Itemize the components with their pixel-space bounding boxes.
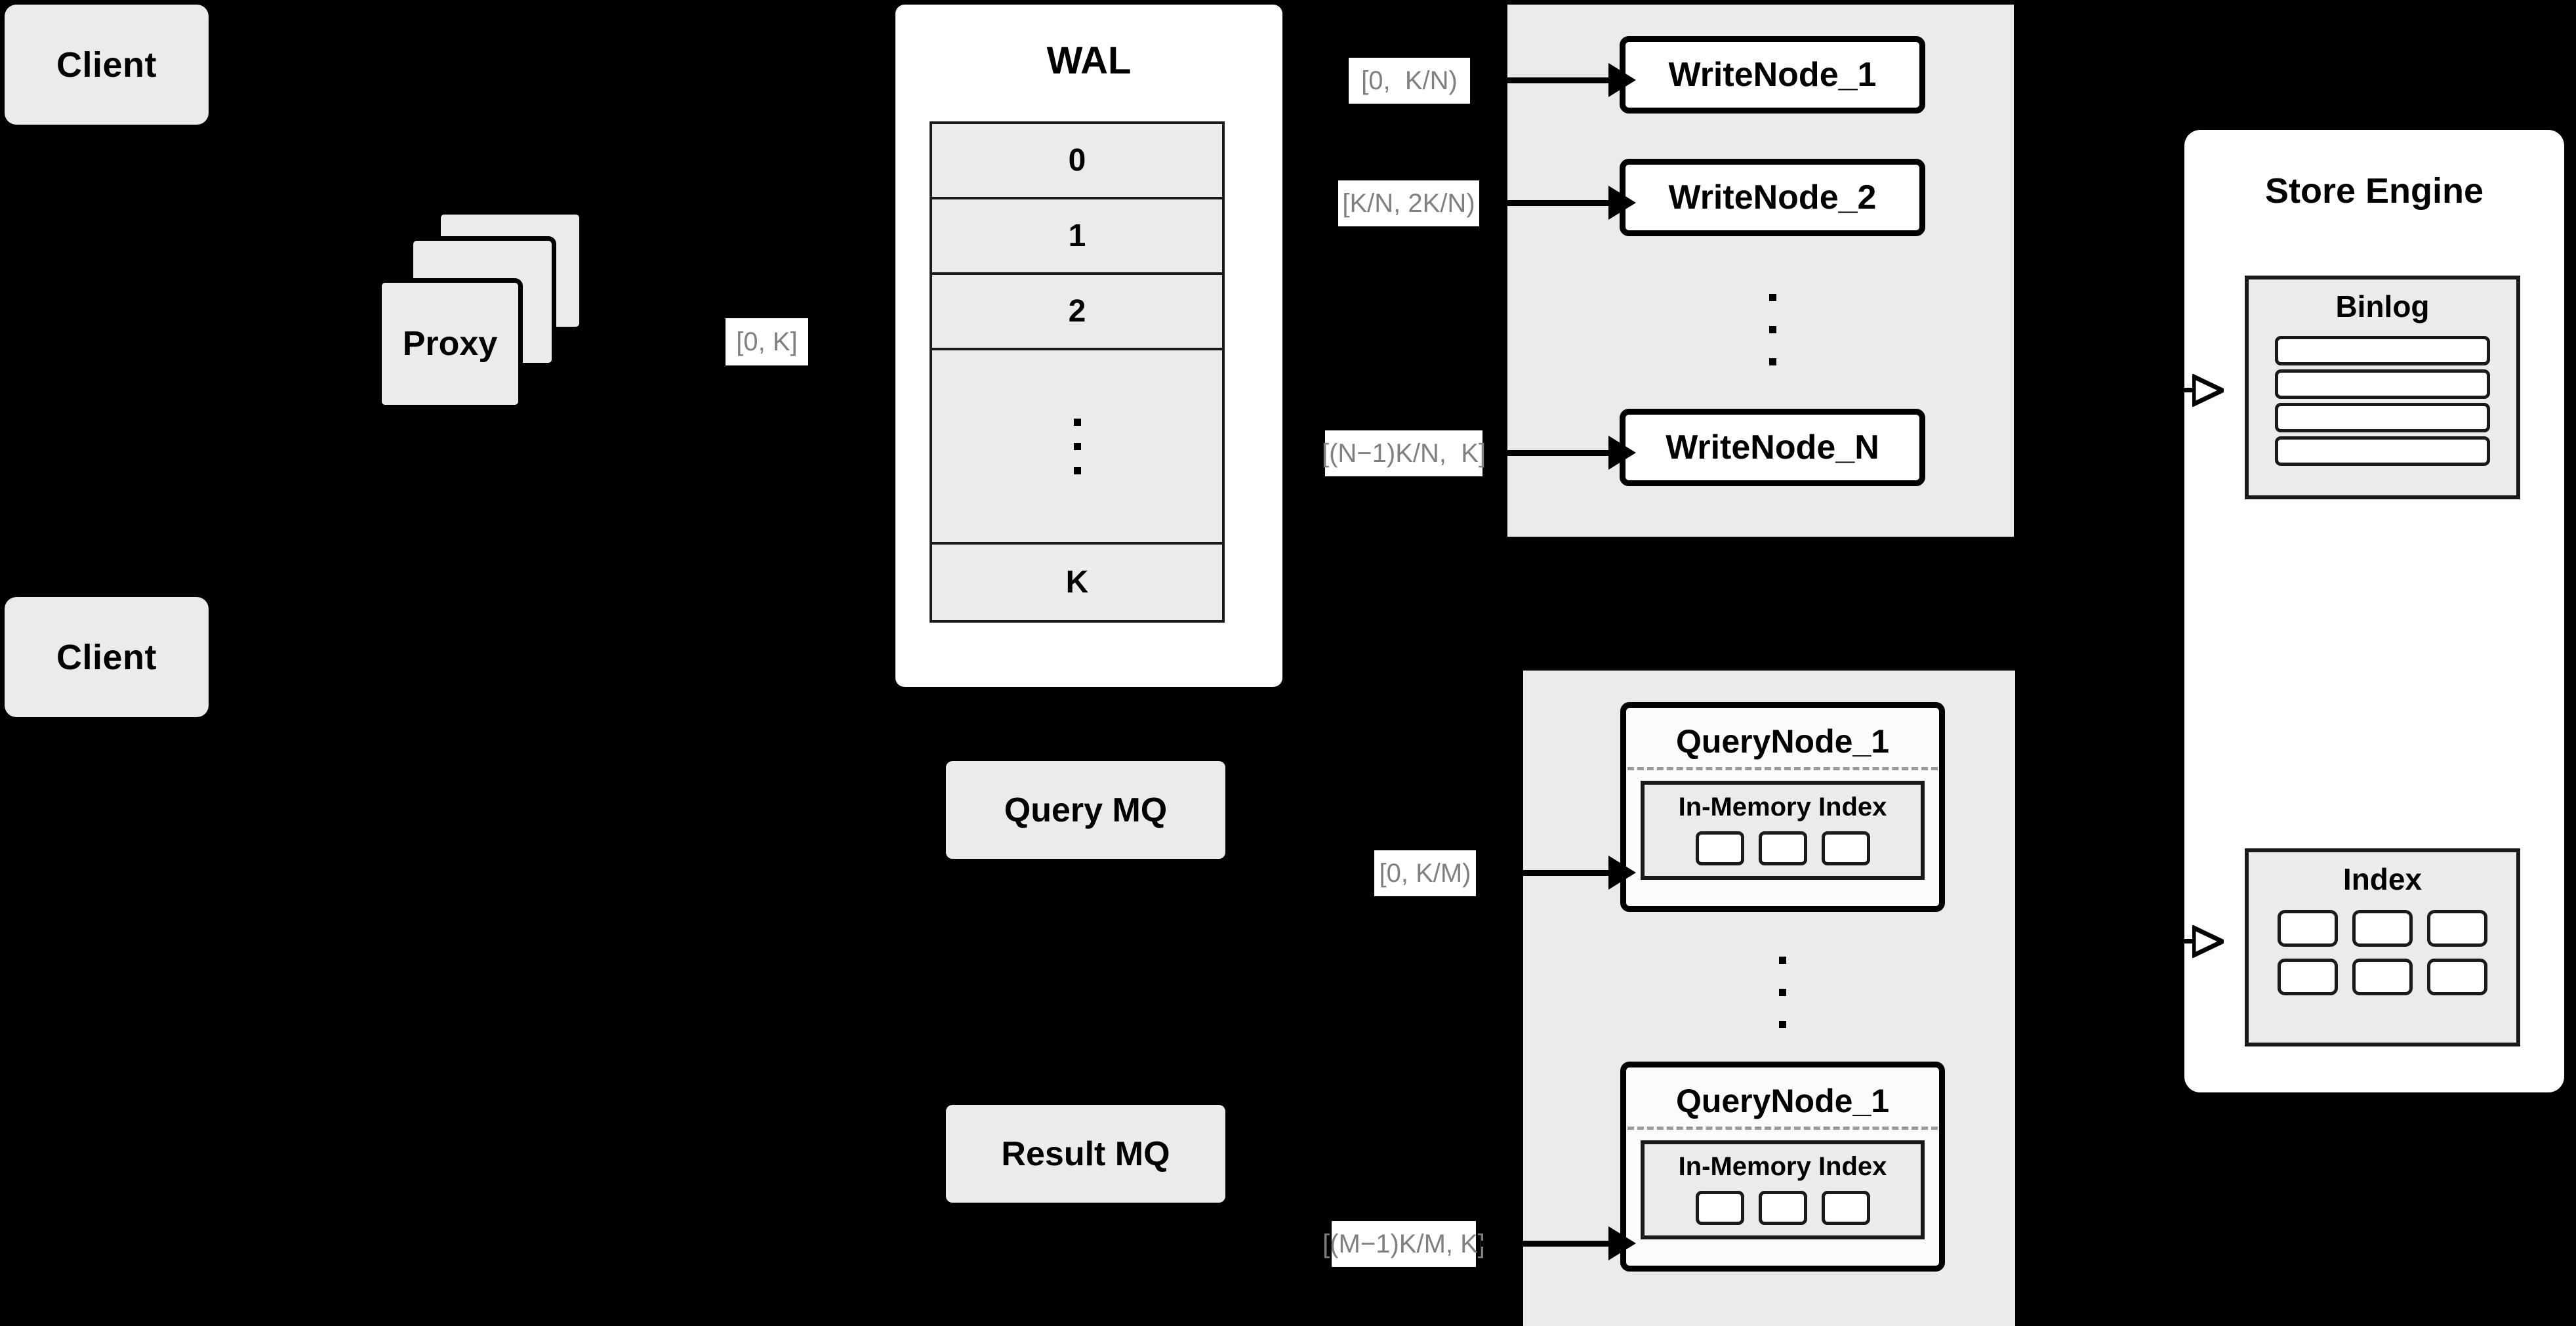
binlog-box: Binlog (2245, 276, 2520, 499)
proxy-card-front[interactable]: Proxy (377, 278, 523, 409)
wal-container: WAL 0 1 2 K (895, 5, 1282, 687)
ellipsis-dot (1073, 442, 1081, 450)
query-node-2-separator (1627, 1127, 1938, 1130)
wal-title: WAL (1046, 39, 1132, 82)
index-cell (2352, 910, 2413, 947)
write-node-n[interactable]: WriteNode_N (1620, 409, 1925, 486)
range-label-writenode-2: [K/N, 2K/N) (1338, 180, 1479, 226)
write-node-n-label: WriteNode_N (1666, 428, 1879, 466)
arrowhead-open-to-index (2192, 925, 2224, 958)
index-cell (2278, 910, 2338, 947)
connector-to-write-node-n (1486, 450, 1609, 456)
arrowhead-to-query-node-1 (1608, 856, 1636, 890)
query-node-1[interactable]: QueryNode_1 In-Memory Index (1620, 702, 1945, 912)
connector-to-query-node-2 (1481, 1241, 1609, 1247)
client-label-2: Client (56, 637, 157, 677)
ellipsis-dot (1779, 956, 1786, 964)
connector-proxy-to-wal (649, 341, 695, 347)
client-box-1[interactable]: Client (5, 5, 209, 125)
in-memory-index-2-title: In-Memory Index (1678, 1152, 1887, 1181)
wal-row: 0 (932, 124, 1222, 199)
index-cell (1821, 1191, 1870, 1225)
arrowhead-open-to-binlog (2192, 374, 2224, 407)
index-cell (2352, 959, 2413, 995)
write-node-2-label: WriteNode_2 (1668, 178, 1877, 217)
range-label-querynode-2: [(M−1)K/M, K] (1322, 1221, 1485, 1267)
arrowhead-to-write-node-n (1608, 436, 1636, 470)
query-node-cluster: QueryNode_1 In-Memory Index QueryNode_1 … (1523, 671, 2015, 1326)
binlog-rows (2275, 336, 2490, 466)
binlog-row (2275, 369, 2490, 399)
write-node-cluster: WriteNode_1 WriteNode_2 WriteNode_N (1507, 5, 2014, 537)
client-box-2[interactable]: Client (5, 597, 209, 717)
binlog-title: Binlog (2335, 289, 2430, 323)
connector-to-write-node-2 (1486, 200, 1609, 206)
client-label-1: Client (56, 45, 157, 85)
index-title: Index (2342, 862, 2423, 896)
index-cell (1695, 1191, 1744, 1225)
query-mq-label: Query MQ (1004, 791, 1168, 829)
connector-to-binlog (2158, 388, 2198, 392)
arrowhead-to-query-node-2 (1608, 1226, 1636, 1260)
ellipsis-dot (1779, 988, 1786, 996)
wal-table: 0 1 2 K (930, 121, 1225, 623)
write-node-ellipsis (1620, 267, 1925, 392)
connector-to-write-node-1 (1477, 77, 1608, 83)
index-grid (2278, 910, 2487, 995)
in-memory-index-1: In-Memory Index (1641, 781, 1925, 880)
wal-row: 2 (932, 275, 1222, 350)
wal-row: 1 (932, 199, 1222, 275)
query-node-ellipsis (1620, 933, 1945, 1051)
in-memory-index-1-title: In-Memory Index (1678, 793, 1887, 821)
proxy-label: Proxy (402, 325, 498, 363)
range-label-querynode-1: [0, K/M) (1374, 850, 1476, 896)
connector-to-index (2158, 939, 2198, 943)
wal-row: K (1065, 565, 1089, 600)
ellipsis-dot (1768, 293, 1776, 301)
range-label-proxy-out: [0, K] (726, 318, 808, 365)
binlog-row (2275, 403, 2490, 432)
range-label-writenode-n: [(N−1)K/N, K] (1322, 430, 1486, 476)
binlog-row (2275, 436, 2490, 466)
arrowhead-to-write-node-2 (1608, 186, 1636, 220)
write-node-1-label: WriteNode_1 (1668, 56, 1877, 94)
index-cell (2278, 959, 2338, 995)
write-node-1[interactable]: WriteNode_1 (1620, 36, 1925, 114)
index-cell (2427, 959, 2487, 995)
ellipsis-dot (1073, 418, 1081, 426)
ellipsis-dot (1768, 358, 1776, 365)
arrowhead-to-write-node-1 (1608, 63, 1636, 97)
index-cell (2427, 910, 2487, 947)
wal-row-ellipsis (932, 350, 1222, 545)
query-node-2-label: QueryNode_1 (1675, 1083, 1890, 1119)
binlog-row (2275, 336, 2490, 365)
in-memory-index-2-cells (1645, 1191, 1921, 1225)
index-box: Index (2245, 848, 2520, 1046)
result-mq-box[interactable]: Result MQ (946, 1105, 1225, 1203)
ellipsis-dot (1768, 325, 1776, 333)
query-node-1-separator (1627, 767, 1938, 770)
write-node-2[interactable]: WriteNode_2 (1620, 159, 1925, 236)
index-cell (1758, 1191, 1807, 1225)
store-engine-title: Store Engine (2264, 171, 2484, 211)
in-memory-index-2: In-Memory Index (1641, 1140, 1925, 1239)
query-node-2[interactable]: QueryNode_1 In-Memory Index (1620, 1062, 1945, 1272)
store-engine-container: Store Engine Binlog Index (2184, 130, 2564, 1092)
result-mq-label: Result MQ (1001, 1134, 1170, 1173)
proxy-stack[interactable]: Proxy (377, 210, 679, 420)
range-label-writenode-1: [0, K/N) (1349, 58, 1470, 104)
query-mq-box[interactable]: Query MQ (946, 761, 1225, 859)
index-cell (1695, 831, 1744, 865)
ellipsis-dot (1073, 466, 1081, 474)
ellipsis-dot (1779, 1020, 1786, 1028)
index-cell (1821, 831, 1870, 865)
index-cell (1758, 831, 1807, 865)
connector-to-query-node-1 (1481, 870, 1609, 876)
in-memory-index-1-cells (1645, 831, 1921, 865)
query-node-1-label: QueryNode_1 (1675, 723, 1890, 760)
